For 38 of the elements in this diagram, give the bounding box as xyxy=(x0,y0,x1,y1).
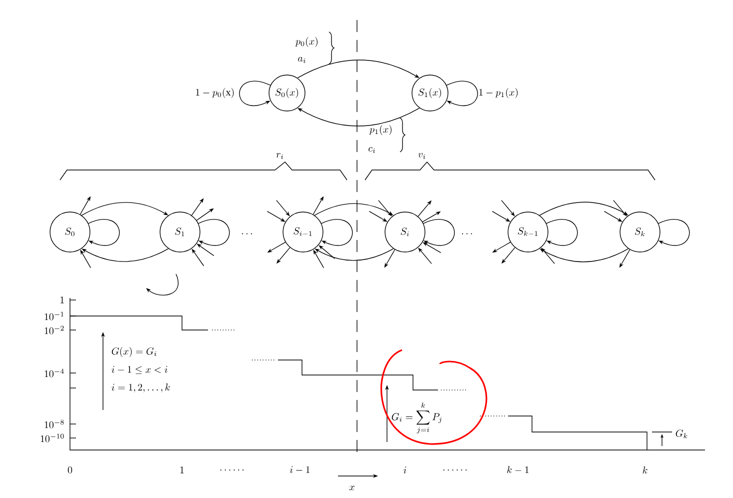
self-loop-arrow xyxy=(546,219,578,246)
self-loop-arrow xyxy=(239,80,271,106)
marker-label: $G_k$ xyxy=(676,430,688,438)
self-loop-arrow xyxy=(446,80,478,106)
self-loop-arrow xyxy=(198,219,230,246)
tick-label: $k$ xyxy=(642,466,648,474)
tick-label: $10^{-8}$ xyxy=(44,420,64,428)
formula-text: $i-1 \le x < i$ xyxy=(112,366,168,374)
self-loop-arrow xyxy=(658,219,690,246)
tick-label: $10^{-10}$ xyxy=(40,434,64,442)
tick-label: $1$ xyxy=(180,466,184,474)
probability-label: $a_i$ xyxy=(298,56,306,63)
tick-label: $10^{-4}$ xyxy=(44,368,64,378)
probability-label: $c_i$ xyxy=(368,146,375,153)
probability-label: $p_0(x)$ xyxy=(295,36,318,47)
tick-label: $1$ xyxy=(60,296,64,304)
tick-label: $i-1$ xyxy=(290,466,310,473)
brace-label: $r_i$ xyxy=(276,152,284,159)
tick-label: $\ldots\ldots$ xyxy=(443,469,467,471)
self-loop-arrow xyxy=(423,219,455,246)
formula-text: $i = 1, 2, \ldots, k$ xyxy=(112,384,170,392)
ellipsis: $\cdots$ xyxy=(242,233,252,234)
tick-label: $i$ xyxy=(404,466,406,474)
probability-label: $p_1(x)$ xyxy=(369,124,392,135)
self-loop-arrow xyxy=(88,219,120,246)
edge-label: $1 - p_1(x)$ xyxy=(479,88,518,98)
tick-label: $10^{-2}$ xyxy=(44,326,64,334)
axis-label: $x$ xyxy=(349,486,354,490)
tick-label: $k-1$ xyxy=(507,466,529,474)
formula-text: $G_i = \sum_{j=i}^{k} P_j$ xyxy=(392,402,442,434)
tick-label: $0$ xyxy=(68,466,72,474)
tick-label: $10^{-1}$ xyxy=(44,312,64,320)
ellipsis: $\cdots$ xyxy=(462,233,472,234)
edge-label: $1 - p_0(\mathrm{x})$ xyxy=(196,88,234,98)
formula-text: $G(x) = G_i$ xyxy=(112,346,156,357)
tick-label: $\ldots\ldots$ xyxy=(220,469,244,471)
brace-label: $v_i$ xyxy=(418,152,426,159)
self-loop-arrow xyxy=(321,219,353,246)
